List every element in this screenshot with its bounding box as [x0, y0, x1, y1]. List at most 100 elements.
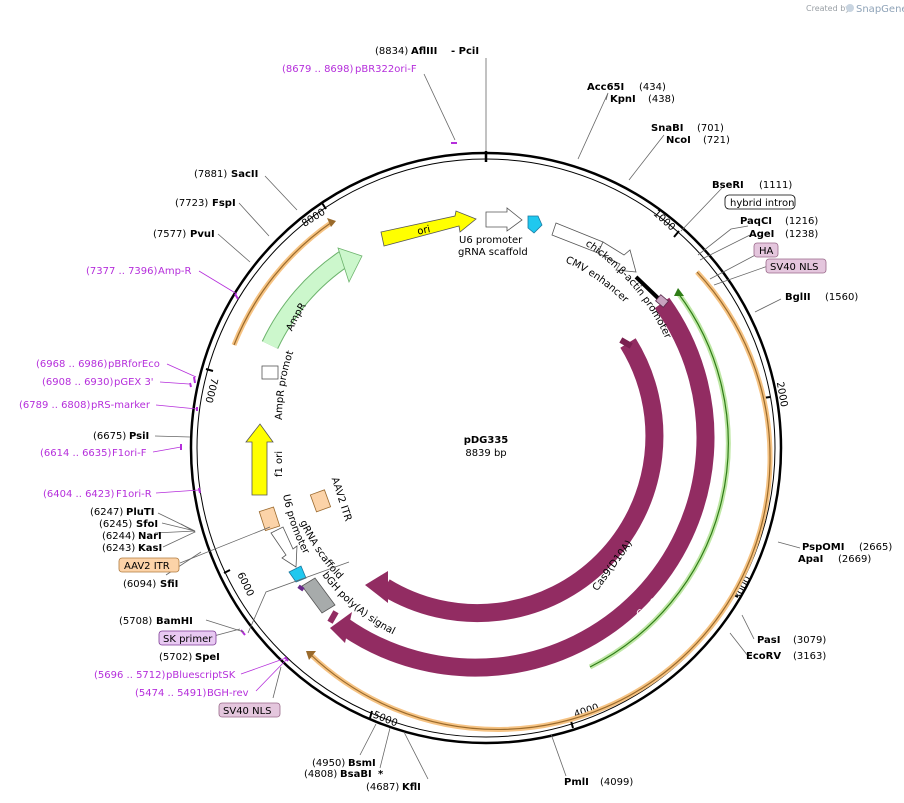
psii-site[interactable]: PsiI [129, 431, 149, 442]
aav2-itr-left-feature[interactable] [258, 506, 281, 532]
agei-site[interactable]: AgeI [749, 229, 774, 240]
ncoi-pos: (721) [703, 135, 730, 146]
ampr-feature[interactable] [262, 251, 350, 349]
pbr322-primer[interactable]: pBR322ori-F [355, 64, 417, 75]
leader-primer-bghrev [255, 658, 288, 692]
pluti-site[interactable]: PluTI [126, 507, 154, 518]
f1orir-primer[interactable]: F1ori-R [116, 489, 152, 500]
grna-bottom-feature[interactable] [288, 565, 307, 583]
cas9-d10a-arrowhead [365, 571, 388, 603]
fspi-pos: (7723) [175, 198, 208, 209]
spei-site[interactable]: SpeI [195, 652, 220, 663]
kasi-site[interactable]: KasI [138, 543, 162, 554]
leader-bsmi [359, 723, 377, 756]
fspi-site[interactable]: FspI [212, 198, 236, 209]
leader-bseri [680, 187, 723, 232]
sacii-site[interactable]: SacII [231, 169, 258, 180]
bgh-feature[interactable] [301, 577, 336, 614]
pvui-pos: (7577) [153, 229, 186, 240]
pvui-site[interactable]: PvuI [190, 229, 215, 240]
pbrforeco-primer[interactable]: pBRforEco [108, 359, 160, 370]
chicken-actin-feature[interactable] [597, 241, 637, 273]
cas9-arrowhead [330, 612, 352, 643]
cas9-feature[interactable] [339, 297, 715, 677]
ecorv-pos: (3163) [793, 651, 826, 662]
sacii-pos: (7881) [194, 169, 227, 180]
ampr-promoter-feature[interactable] [261, 365, 279, 380]
bghrev-primer[interactable]: BGH-rev [207, 688, 249, 699]
u6-promoter-bottom-feature[interactable] [270, 526, 298, 568]
tick-4000 [570, 720, 574, 729]
kpni-site[interactable]: KpnI [610, 94, 636, 105]
primer-marks [180, 142, 457, 662]
sv40-nls-bottom-label: SV40 NLS [223, 706, 272, 717]
bsmi-site[interactable]: BsmI [348, 758, 376, 769]
bghrev-primer-pos: (5474 .. 5491) [135, 688, 207, 699]
pmli-site[interactable]: PmlI [564, 777, 589, 788]
primer-mark-ampr [234, 293, 239, 300]
grna-top-feature[interactable] [527, 215, 543, 234]
sv40-nls-bottom-box[interactable] [218, 702, 281, 718]
leader-bsabi [379, 727, 391, 769]
cas9-d10a-feature[interactable] [380, 338, 664, 623]
ori-feature[interactable] [380, 210, 477, 247]
ha-tag-feature [655, 294, 669, 308]
ncoi-site[interactable]: NcoI [666, 135, 691, 146]
aav2-itr-box[interactable] [118, 557, 180, 573]
snabi-site[interactable]: SnaBI [651, 123, 683, 134]
leader-sacii [264, 175, 298, 211]
snapgene-credit: Created by SnapGene [806, 4, 904, 15]
leader-bglii [754, 298, 782, 313]
aav2-itr-box-label: AAV2 ITR [124, 561, 170, 572]
sv40-nls-top-label: SV40 NLS [770, 262, 819, 273]
leader-sk [247, 561, 350, 634]
afliii-site[interactable]: AflIII [411, 46, 437, 57]
pspomi-site[interactable]: PspOMI [802, 542, 844, 553]
leader-ecorv [729, 632, 749, 657]
aav2-itr-inner-feature[interactable] [309, 489, 332, 513]
pgex3-primer[interactable]: pGEX 3' [114, 377, 154, 388]
bamhi-site[interactable]: BamHI [156, 616, 193, 627]
plasmid-name: pDG335 [464, 435, 509, 446]
bsmi-pos: (4950) [312, 758, 345, 769]
ampr-primer[interactable]: Amp-R [158, 266, 192, 277]
f1-ori-feature[interactable] [245, 423, 274, 496]
u6-promoter-top-feature[interactable] [485, 207, 523, 232]
hybrid-intron-label: hybrid intron [730, 198, 794, 209]
sfii-site[interactable]: SfiI [160, 579, 178, 590]
f1orif-primer-pos: (6614 .. 6635) [40, 448, 112, 459]
leader-sv40bot [272, 666, 282, 699]
bglii-pos: (1560) [825, 292, 858, 303]
ampr-primer-pos: (7377 .. 7396) [86, 266, 158, 277]
bseri-site[interactable]: BseRI [712, 180, 744, 191]
hybrid-intron-box[interactable] [724, 194, 796, 210]
leader-paqci [697, 225, 749, 256]
pbrforeco-primer-pos: (6968 .. 6986) [36, 359, 108, 370]
sk-primer-box[interactable] [158, 630, 217, 646]
sfoi-site[interactable]: SfoI [136, 519, 158, 530]
orange-band-left-line [233, 221, 333, 346]
prs-primer[interactable]: pRS-marker [91, 400, 151, 411]
nari-site[interactable]: NarI [138, 531, 162, 542]
primer-leaders [152, 270, 288, 692]
afliii-pos: (8834) [375, 46, 408, 57]
f1orif-primer[interactable]: F1ori-F [112, 448, 147, 459]
primer-mark-pbrforeco [193, 376, 196, 384]
ampr-arrowhead [337, 247, 363, 284]
bsabi-site[interactable]: BsaBI [340, 769, 372, 780]
paqci-site[interactable]: PaqCI [740, 216, 772, 227]
plasmid-size: 8839 bp [465, 448, 506, 459]
acc65i-site[interactable]: Acc65I [587, 82, 624, 93]
pasi-site[interactable]: PasI [757, 635, 780, 646]
pasi-pos: (3079) [793, 635, 826, 646]
primer-mark-f1orir [198, 487, 201, 494]
pbluescriptsk-primer[interactable]: pBluescriptSK [166, 670, 236, 681]
apai-site[interactable]: ApaI [798, 554, 823, 565]
ha-box[interactable] [753, 242, 779, 258]
ecorv-site[interactable]: EcoRV [746, 651, 781, 662]
sv40-nls-top-box[interactable] [765, 258, 827, 274]
bglii-site[interactable]: BglII [785, 292, 811, 303]
pcii-site[interactable]: - PciI [451, 46, 479, 57]
kfli-site[interactable]: KflI [402, 782, 421, 793]
